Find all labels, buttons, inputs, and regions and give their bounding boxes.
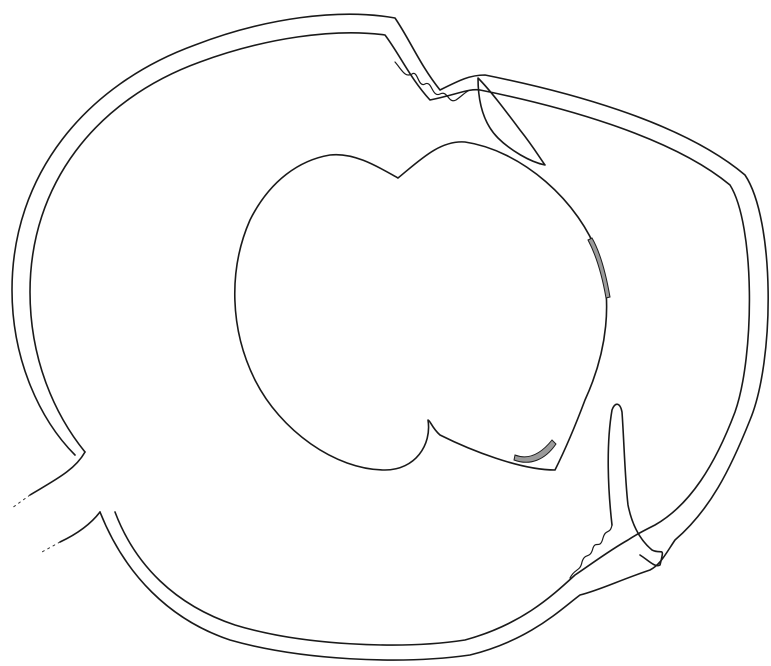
optic-nerve-upper-edge xyxy=(30,452,85,495)
outer-wall-outer-line xyxy=(12,14,768,660)
lower-iris-process xyxy=(608,404,662,565)
optic-nerve-upper-dots xyxy=(12,495,30,508)
optic-nerve-lower-edge xyxy=(60,512,100,542)
lens-lower-shaded-mark xyxy=(514,440,556,462)
outer-wall-inner-line xyxy=(30,33,749,645)
lens xyxy=(235,142,607,470)
lower-ciliary-folds xyxy=(570,525,612,578)
lens-right-shaded-mark xyxy=(588,238,610,298)
optic-nerve-lower-dots xyxy=(42,542,60,552)
